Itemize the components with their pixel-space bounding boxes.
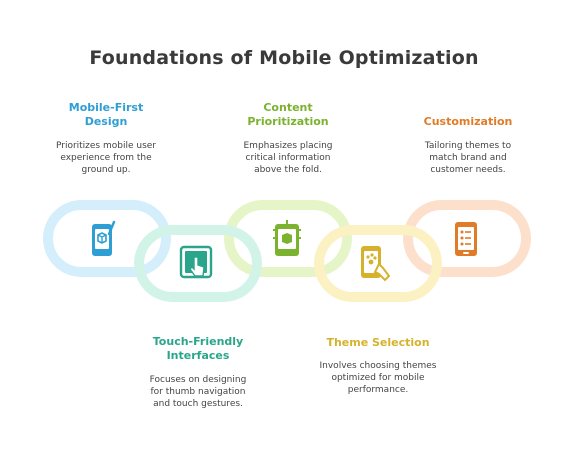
desc-customization-line2: match brand and bbox=[429, 153, 507, 163]
heading-touch-friendly: Touch-Friendly Interfaces bbox=[136, 335, 260, 363]
heading-content: Content Prioritization bbox=[226, 101, 350, 129]
phone-checklist-icon bbox=[455, 222, 477, 256]
heading-customization-line1: Customization bbox=[423, 115, 513, 128]
desc-touch-friendly-line2: for thumb navigation bbox=[150, 387, 246, 397]
desc-customization: Tailoring themes to match brand and cust… bbox=[396, 140, 540, 176]
heading-mobile-first-line2: Design bbox=[84, 115, 128, 128]
desc-mobile-first-line1: Prioritizes mobile user bbox=[55, 141, 157, 151]
chain-link-customization bbox=[403, 200, 531, 277]
heading-touch-friendly-line2: Interfaces bbox=[166, 349, 230, 362]
desc-theme-line1: Involves choosing themes bbox=[319, 361, 437, 371]
desc-touch-friendly-line1: Focuses on designing bbox=[149, 375, 247, 385]
chain-link-mobile-first bbox=[43, 200, 171, 277]
desc-theme-line2: optimized for mobile bbox=[331, 373, 425, 383]
desc-customization-line1: Tailoring themes to bbox=[424, 141, 512, 151]
heading-content-line1: Content bbox=[263, 101, 313, 114]
tap-screen-icon bbox=[179, 245, 213, 279]
desc-content-line1: Emphasizes placing bbox=[243, 141, 333, 151]
desc-touch-friendly: Focuses on designing for thumb navigatio… bbox=[126, 374, 270, 410]
heading-mobile-first: Mobile-First Design bbox=[46, 101, 166, 129]
heading-customization: Customization bbox=[406, 115, 530, 129]
desc-mobile-first-line2: experience from the bbox=[60, 153, 152, 163]
phone-box-brush-icon bbox=[92, 220, 116, 256]
desc-content-line3: above the fold. bbox=[254, 165, 322, 175]
desc-touch-friendly-line3: and touch gestures. bbox=[153, 399, 243, 409]
desc-mobile-first-line3: ground up. bbox=[81, 165, 131, 175]
diagram-title: Foundations of Mobile Optimization bbox=[89, 47, 479, 69]
desc-mobile-first: Prioritizes mobile user experience from … bbox=[36, 140, 176, 176]
desc-customization-line3: customer needs. bbox=[430, 165, 506, 175]
heading-theme: Theme Selection bbox=[314, 336, 442, 350]
heading-content-line2: Prioritization bbox=[247, 115, 329, 128]
heading-theme-line1: Theme Selection bbox=[326, 336, 430, 349]
heading-mobile-first-line1: Mobile-First bbox=[68, 101, 144, 114]
desc-theme: Involves choosing themes optimized for m… bbox=[302, 360, 454, 396]
phone-box-highlight-icon bbox=[273, 220, 301, 256]
desc-theme-line3: performance. bbox=[347, 385, 409, 395]
heading-touch-friendly-line1: Touch-Friendly bbox=[152, 335, 244, 348]
chain-link-touch-friendly bbox=[134, 225, 262, 302]
desc-content: Emphasizes placing critical information … bbox=[216, 140, 360, 176]
chain-link-content bbox=[224, 200, 352, 277]
desc-content-line2: critical information bbox=[245, 153, 331, 163]
phone-tap-icon bbox=[361, 246, 391, 282]
chain-link-theme bbox=[314, 225, 442, 302]
